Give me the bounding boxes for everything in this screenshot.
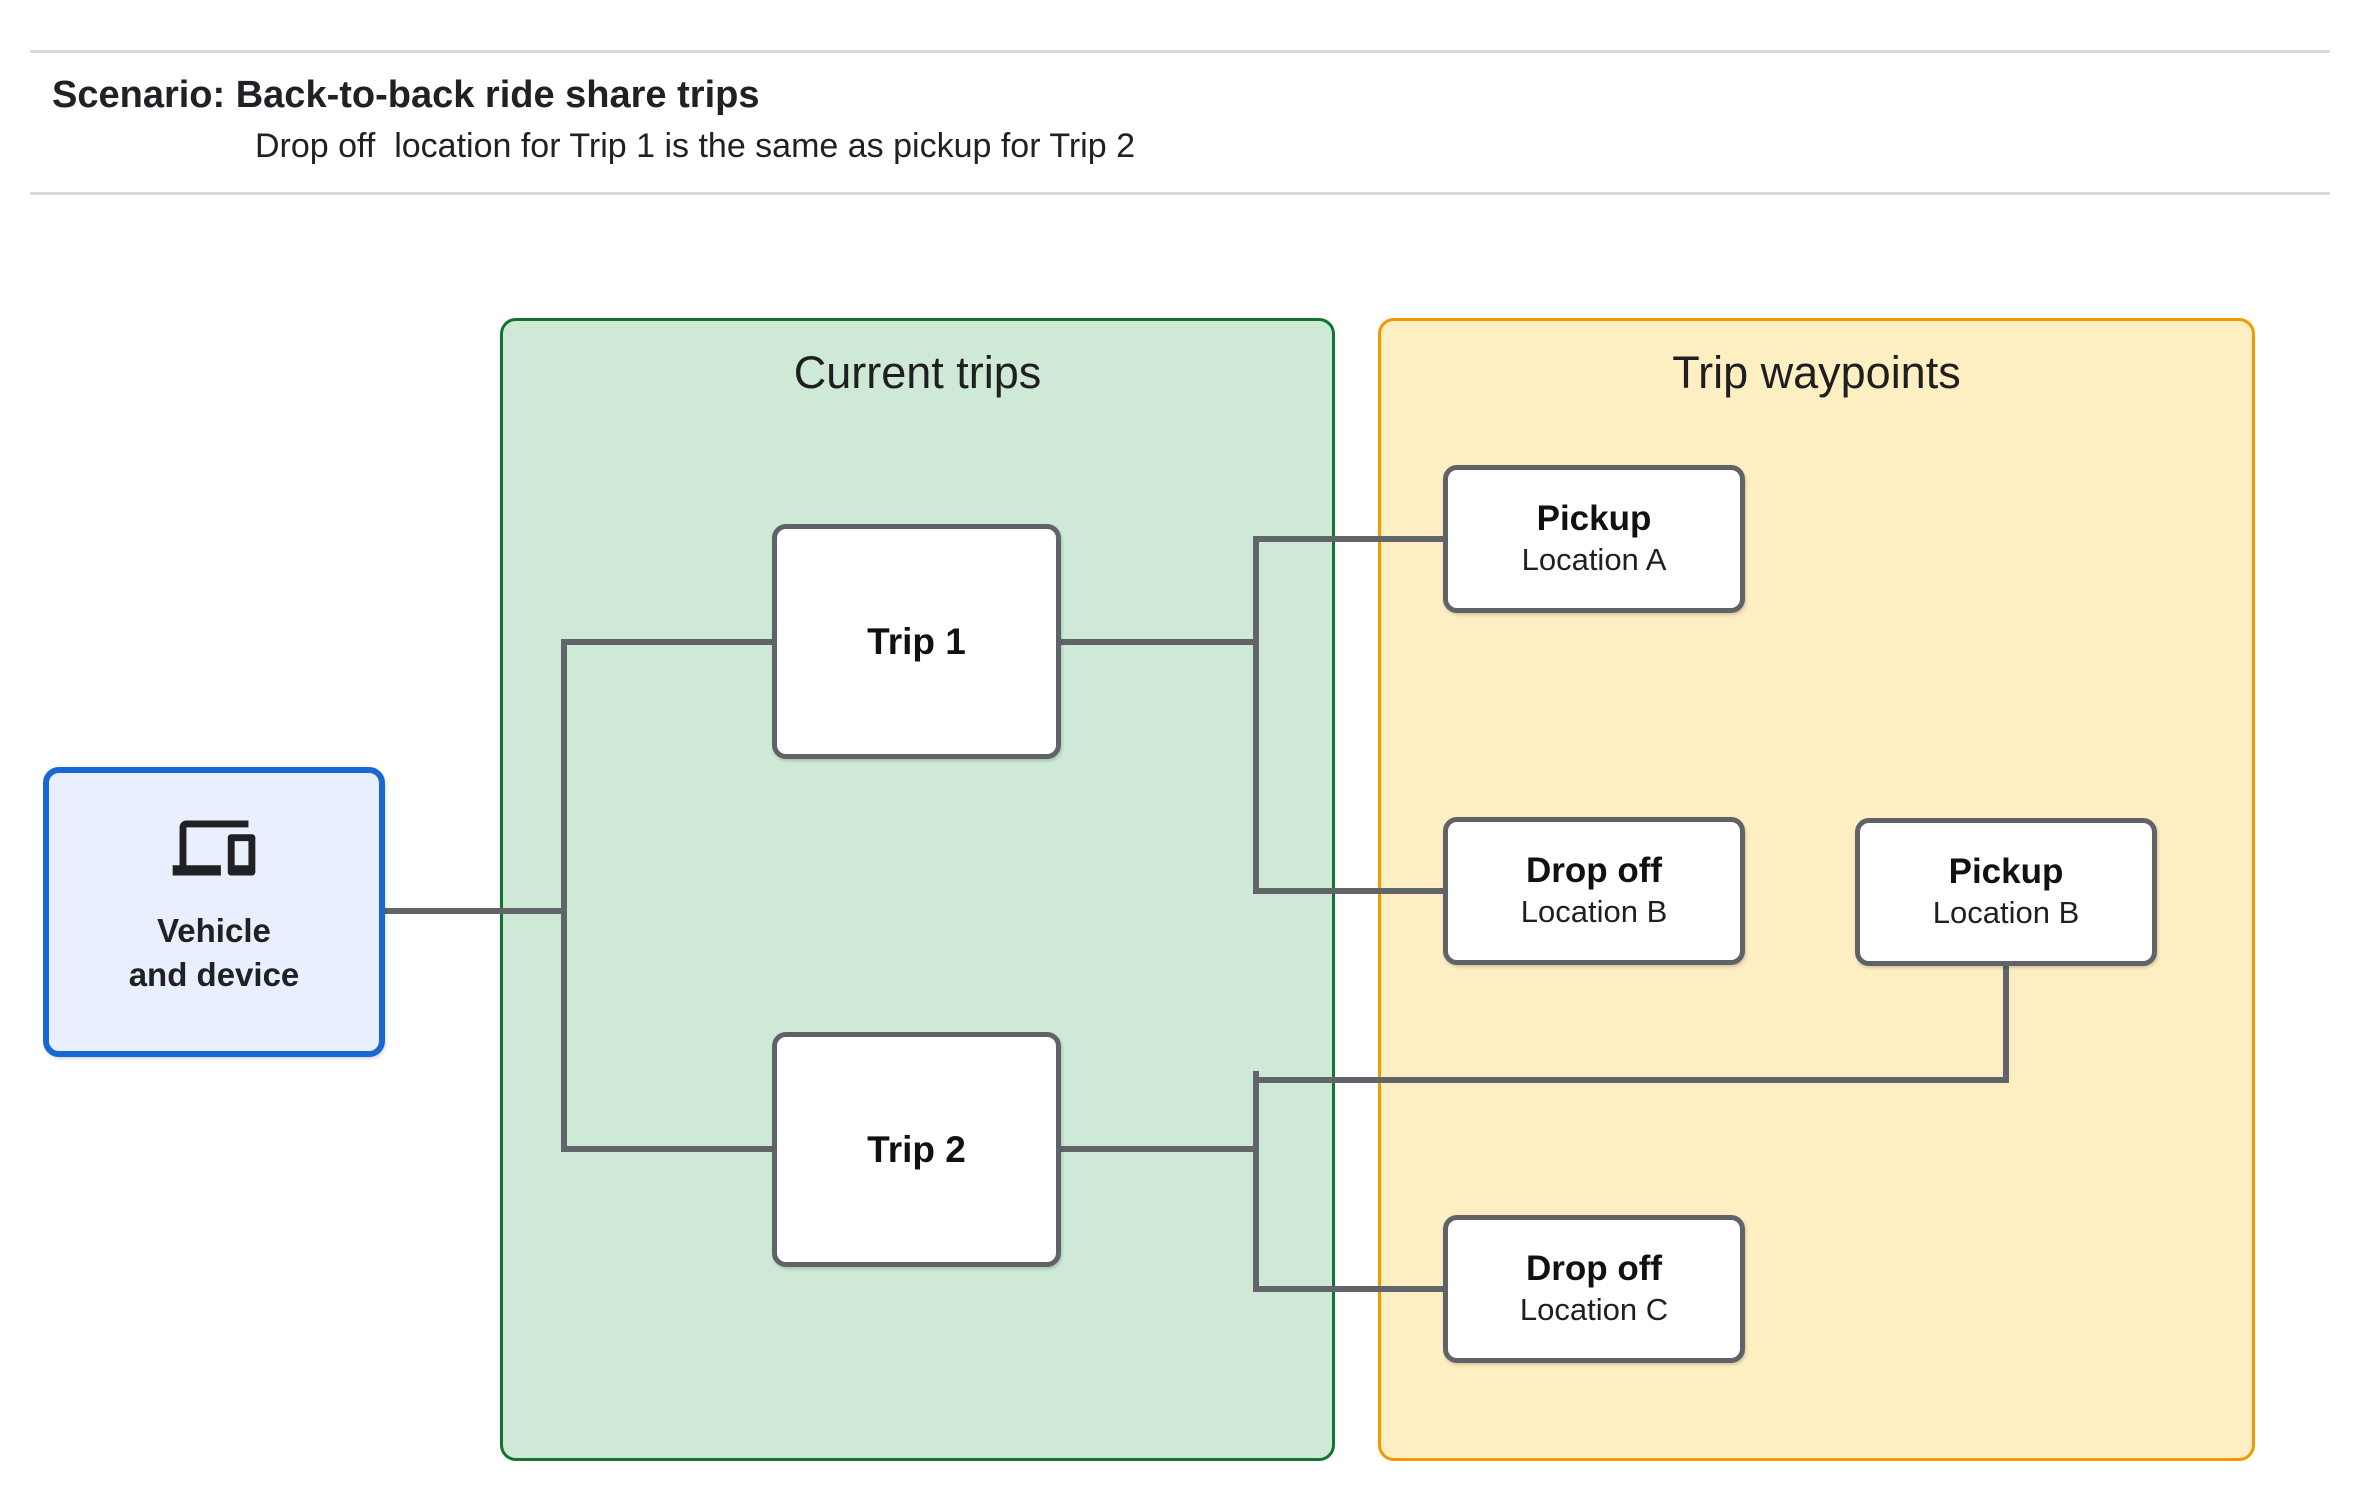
connector-pickup-b-drop bbox=[2003, 964, 2009, 1083]
connector-trip1-junction-vertical bbox=[1253, 536, 1259, 894]
connector-to-pickup-a bbox=[1253, 536, 1443, 542]
waypoint-pickup-location-b: Pickup Location B bbox=[1855, 818, 2157, 966]
waypoint-subtitle: Location A bbox=[1521, 542, 1667, 578]
header-divider-top bbox=[30, 50, 2330, 53]
vehicle-label-line1: Vehicle bbox=[157, 912, 271, 949]
trip-waypoints-panel-title: Trip waypoints bbox=[1672, 347, 1961, 398]
vehicle-label-line2: and device bbox=[128, 955, 300, 993]
vehicle-label: Vehicle and device bbox=[129, 909, 300, 997]
page-subtitle: Drop off location for Trip 1 is the same… bbox=[255, 127, 1135, 165]
header-divider-bottom bbox=[30, 192, 2330, 195]
current-trips-panel: Current trips bbox=[500, 318, 1335, 1461]
waypoint-dropoff-location-b: Drop off Location B bbox=[1443, 817, 1745, 965]
trip-2-node: Trip 2 bbox=[772, 1032, 1061, 1267]
current-trips-panel-title: Current trips bbox=[793, 347, 1042, 398]
waypoint-subtitle: Location C bbox=[1519, 1292, 1669, 1328]
waypoint-title: Drop off bbox=[1525, 1249, 1663, 1289]
waypoint-dropoff-location-c: Drop off Location C bbox=[1443, 1215, 1745, 1363]
connector-vehicle-to-junction bbox=[385, 908, 567, 914]
connector-to-dropoff-b bbox=[1253, 888, 1443, 894]
connector-left-junction-vertical bbox=[561, 639, 567, 1152]
waypoint-title: Pickup bbox=[1948, 852, 2064, 892]
trip-1-node: Trip 1 bbox=[772, 524, 1061, 759]
trip-1-label: Trip 1 bbox=[867, 620, 966, 662]
trip-2-label: Trip 2 bbox=[867, 1128, 966, 1170]
waypoint-title: Pickup bbox=[1536, 499, 1652, 539]
connector-trip2-junction-vertical bbox=[1253, 1071, 1259, 1292]
connector-to-pickup-b-branch bbox=[1253, 1077, 2009, 1083]
waypoint-subtitle: Location B bbox=[1932, 895, 2080, 931]
connector-junction-to-trip2 bbox=[561, 1146, 772, 1152]
connector-trip1-to-junction bbox=[1061, 639, 1259, 645]
connector-junction-to-trip1 bbox=[561, 639, 772, 645]
waypoint-title: Drop off bbox=[1525, 851, 1663, 891]
waypoint-subtitle: Location B bbox=[1520, 894, 1668, 930]
vehicle-and-device-node: Vehicle and device bbox=[43, 767, 385, 1057]
devices-icon bbox=[172, 820, 256, 876]
page-title: Scenario: Back-to-back ride share trips bbox=[52, 74, 760, 116]
connector-trip2-to-junction bbox=[1061, 1146, 1259, 1152]
connector-to-dropoff-c bbox=[1253, 1286, 1443, 1292]
waypoint-pickup-location-a: Pickup Location A bbox=[1443, 465, 1745, 613]
